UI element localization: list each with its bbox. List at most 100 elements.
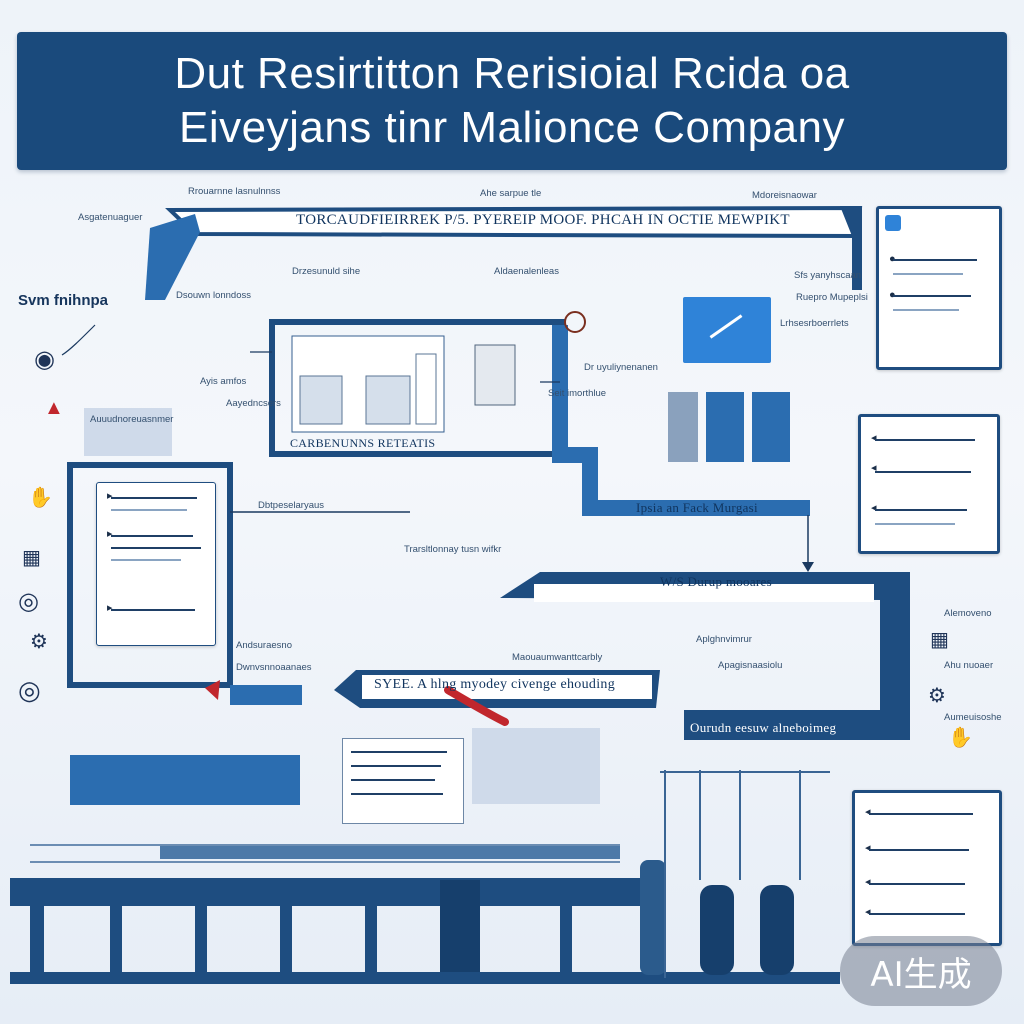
target-icon: ◎	[18, 588, 39, 615]
tank-1	[700, 885, 734, 975]
mid-band-text: SYEE. A hlng myodey civenge ehouding	[374, 677, 615, 692]
handshake-icon: ✋	[28, 487, 53, 509]
label-19: Andsuraesno	[236, 640, 292, 651]
doc-row	[893, 309, 959, 311]
support-3	[195, 906, 207, 972]
label-15: Auuudnoreuasnmer	[90, 414, 174, 425]
doc-row	[351, 765, 441, 767]
chart-icon: ▦	[930, 629, 949, 651]
left-strip	[230, 685, 302, 705]
ai-generated-watermark: AI生成	[840, 936, 1002, 1006]
doc-row	[111, 497, 197, 499]
bullet-icon: ◂	[865, 806, 871, 818]
label-2: Asgatenuaguer	[78, 212, 143, 223]
warning-triangle-icon: ▲	[44, 397, 64, 419]
machine-unit	[474, 344, 516, 406]
cabinet-1	[668, 392, 698, 462]
mid-band-inner	[362, 675, 652, 699]
bullet-icon: ▸	[107, 528, 113, 540]
doc-card-left: ▸ ▸ ▸	[96, 482, 216, 646]
doc-row	[875, 439, 975, 441]
label-22: Aplghnvimrur	[696, 634, 752, 645]
support-1	[30, 906, 44, 972]
doc-row	[111, 509, 187, 511]
label-20: Dwnvsnnoaanaes	[236, 662, 312, 673]
bullet-icon: ◂	[865, 906, 871, 918]
support-7	[560, 906, 572, 972]
tank-3	[640, 860, 666, 975]
label-4: Dsouwn lonndoss	[176, 290, 251, 301]
label-11: Dr uyuliynenanen	[584, 362, 658, 373]
top-ribbon-fold-left	[145, 214, 200, 300]
label-17: Dbtpeselaryaus	[258, 500, 325, 511]
doc-row	[869, 813, 973, 815]
gear-icon: ⚙	[30, 631, 48, 653]
label-23: Apagisnaasiolu	[718, 660, 783, 671]
title-banner: Dut Resirtitton Rerisioial Rcida oa Eive…	[17, 32, 1007, 170]
label-16: Aayedncsers	[226, 398, 281, 409]
zigzag-band-1	[552, 325, 810, 516]
cabinet-2	[706, 392, 744, 462]
doc-row	[869, 913, 965, 915]
red-accent-triangle	[205, 680, 220, 700]
doc-chip-icon	[885, 215, 901, 231]
machine-window-1	[299, 375, 343, 425]
doc-row	[893, 295, 971, 297]
image-panel-bottom	[472, 728, 600, 804]
bullet-icon: ◂	[871, 462, 877, 474]
lower-band-inner	[534, 584, 874, 602]
bullet-icon: ▸	[107, 602, 113, 614]
note-card-bottom	[342, 738, 464, 824]
title-line-2: Eiveyjans tinr Malionce Company	[178, 103, 845, 152]
label-25: Ahu nuoaer	[944, 660, 994, 671]
machine-window-2	[365, 375, 411, 425]
note-card-left	[84, 408, 172, 456]
right-mid-band-text: Ipsia an Fack Murgasi	[636, 500, 758, 515]
gear-icon: ⚙	[928, 685, 946, 707]
doc-row	[111, 609, 195, 611]
doc-row	[351, 779, 435, 781]
label-21: Maouaumwanttcarbly	[512, 652, 603, 663]
top-ribbon-fold-right	[840, 206, 862, 290]
label-10: Seit imorthlue	[548, 388, 607, 399]
label-3: Svm fnihnpa	[18, 292, 109, 309]
label-6: Ahe sarpue tle	[480, 188, 542, 199]
doc-row	[111, 535, 193, 537]
label-12: Sfs yanyhscaan	[794, 270, 862, 281]
label-26: Aumeuisoshe	[944, 712, 1002, 723]
location-pin-icon: ◉	[34, 346, 55, 373]
support-4	[280, 906, 292, 972]
left-bar	[70, 755, 300, 805]
right-lower-band-text: W/S Durup mooares	[660, 574, 772, 589]
factory-base	[10, 972, 840, 984]
doc-row	[893, 273, 963, 275]
bullet-icon: ◂	[871, 502, 877, 514]
handshake-icon: ✋	[948, 727, 973, 749]
factory-platform	[160, 845, 620, 859]
label-8: Mdoreisnaowar	[752, 190, 817, 201]
valve	[564, 311, 586, 333]
doc-row	[111, 547, 201, 549]
bullet-icon: ▸	[107, 490, 113, 502]
label-5: Drzesunuld sihe	[292, 266, 361, 277]
tank-2	[760, 885, 794, 975]
red-accent-swoosh	[444, 686, 509, 726]
label-14: Lrhsesrboerrlets	[780, 318, 849, 329]
blue-screen	[683, 297, 771, 363]
machine-window-3	[415, 353, 437, 425]
support-2	[110, 906, 122, 972]
bullet-icon: ●	[889, 289, 896, 301]
left-doc-frame	[67, 462, 233, 688]
bullet-icon: ◂	[865, 876, 871, 888]
support-5	[365, 906, 377, 972]
top-ribbon-text: TORCAUDFIEIRREK P/5. PYEREIP MOOF. PHCAH…	[296, 212, 790, 228]
arrow-head-1	[802, 562, 814, 572]
curved-arrow-left	[61, 324, 96, 356]
label-1: Rrouarnne lasnulnnss	[188, 186, 281, 197]
bullet-icon: ◂	[865, 842, 871, 854]
doc-card-right-mid: ◂ ◂ ◂	[858, 414, 1000, 554]
doc-card-top-right: ● ●	[876, 206, 1002, 370]
factory-roof	[10, 878, 660, 906]
doc-row	[111, 559, 181, 561]
